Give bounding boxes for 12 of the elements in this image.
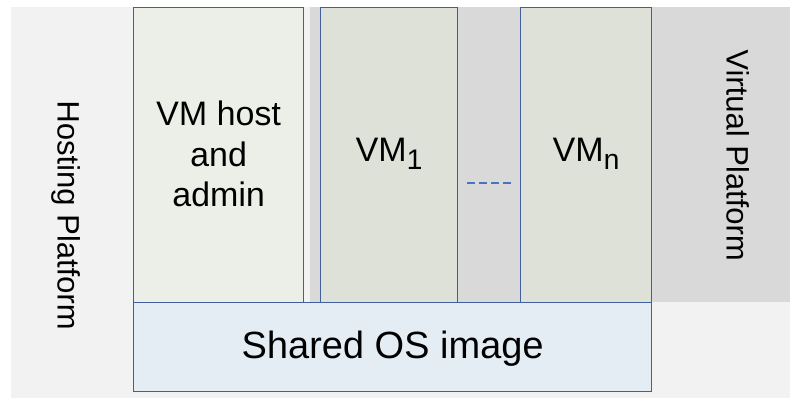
platform-band [310,7,790,302]
platform-label: Hosting Platform [50,100,87,330]
component-box [520,7,652,303]
component-label: VM host and admin [155,94,282,216]
component-box [133,7,304,303]
platform-label: Virtual Platform [718,49,756,261]
platform-band [11,7,790,398]
component-box [133,302,652,392]
component-label: Shared OS image [240,324,545,370]
component-label: VM$_{n}$ [552,130,620,178]
component-label: VM$_{1}$ [354,130,424,178]
component-box [320,7,458,303]
